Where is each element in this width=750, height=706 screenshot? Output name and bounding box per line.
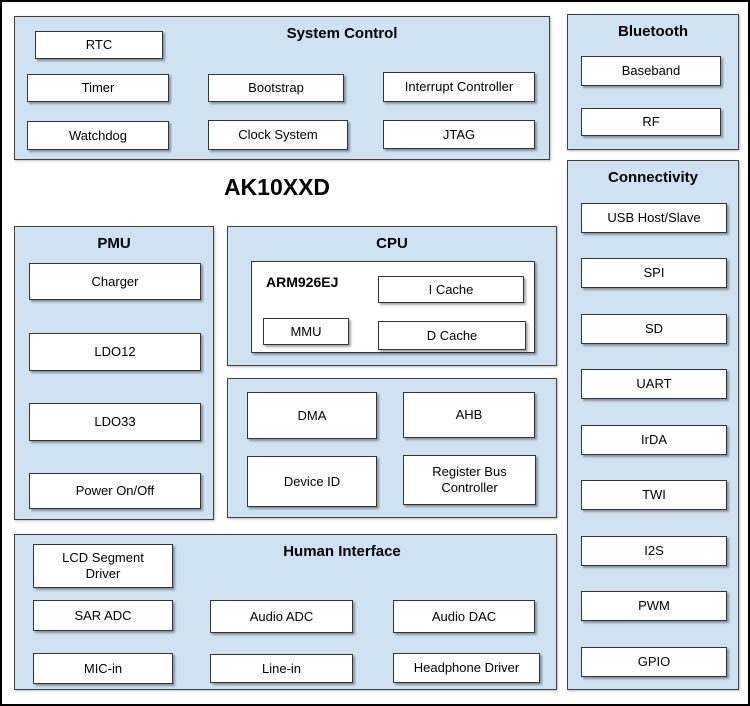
block-mic-in: MIC-in	[33, 653, 173, 684]
block-ahb: AHB	[403, 392, 535, 438]
section-bluetooth: Bluetooth Baseband RF	[567, 14, 739, 150]
block-dma: DMA	[247, 392, 377, 439]
block-i-cache: I Cache	[378, 276, 524, 303]
section-title-pmu: PMU	[97, 235, 131, 252]
section-cpu: CPU ARM926EJ I Cache MMU D Cache	[227, 226, 557, 366]
block-gpio: GPIO	[581, 647, 727, 677]
block-rf: RF	[581, 108, 721, 136]
section-pmu: PMU Charger LDO12 LDO33 Power On/Off	[14, 226, 214, 520]
block-lcd-segment-driver: LCD Segment Driver	[33, 544, 173, 588]
block-baseband: Baseband	[581, 56, 721, 86]
section-title-cpu: CPU	[376, 235, 408, 252]
block-headphone-driver: Headphone Driver	[393, 653, 540, 683]
block-audio-dac: Audio DAC	[393, 600, 535, 633]
block-watchdog: Watchdog	[27, 121, 169, 150]
block-line-in: Line-in	[210, 654, 353, 683]
block-d-cache: D Cache	[378, 321, 526, 350]
block-usb-host-slave: USB Host/Slave	[581, 203, 727, 233]
block-clock-system: Clock System	[208, 120, 348, 150]
block-sd: SD	[581, 314, 727, 344]
block-jtag: JTAG	[383, 120, 535, 149]
block-ldo33: LDO33	[29, 403, 201, 441]
block-audio-adc: Audio ADC	[210, 600, 353, 633]
block-sar-adc: SAR ADC	[33, 600, 173, 631]
block-pwm: PWM	[581, 591, 727, 621]
section-system-control: System Control RTC Timer Watchdog Bootst…	[14, 16, 550, 160]
section-bus: DMA AHB Device ID Register Bus Controlle…	[227, 378, 557, 518]
section-human-interface: Human Interface LCD Segment Driver SAR A…	[14, 534, 557, 690]
block-rtc: RTC	[35, 31, 163, 59]
section-title-human-interface: Human Interface	[283, 543, 401, 560]
block-register-bus-controller: Register Bus Controller	[403, 455, 536, 505]
chip-title: AK10XXD	[223, 174, 331, 200]
block-bootstrap: Bootstrap	[208, 74, 344, 102]
block-device-id: Device ID	[247, 456, 377, 507]
block-interrupt-controller: Interrupt Controller	[383, 72, 535, 102]
block-mmu: MMU	[263, 318, 349, 345]
section-title-bluetooth: Bluetooth	[618, 23, 688, 40]
block-power-on-off: Power On/Off	[29, 473, 201, 509]
block-uart: UART	[581, 369, 727, 399]
cpu-core-label: ARM926EJ	[266, 274, 339, 290]
block-irda: IrDA	[581, 425, 727, 455]
section-connectivity: Connectivity USB Host/Slave SPI SD UART …	[567, 160, 739, 690]
section-title-system-control: System Control	[286, 25, 398, 42]
block-ldo12: LDO12	[29, 333, 201, 371]
block-spi: SPI	[581, 258, 727, 288]
section-title-connectivity: Connectivity	[607, 169, 698, 186]
block-i2s: I2S	[581, 536, 727, 566]
block-timer: Timer	[27, 74, 169, 102]
block-charger: Charger	[29, 263, 201, 300]
block-twi: TWI	[581, 480, 727, 510]
cpu-core-box: ARM926EJ I Cache MMU D Cache	[251, 261, 535, 353]
